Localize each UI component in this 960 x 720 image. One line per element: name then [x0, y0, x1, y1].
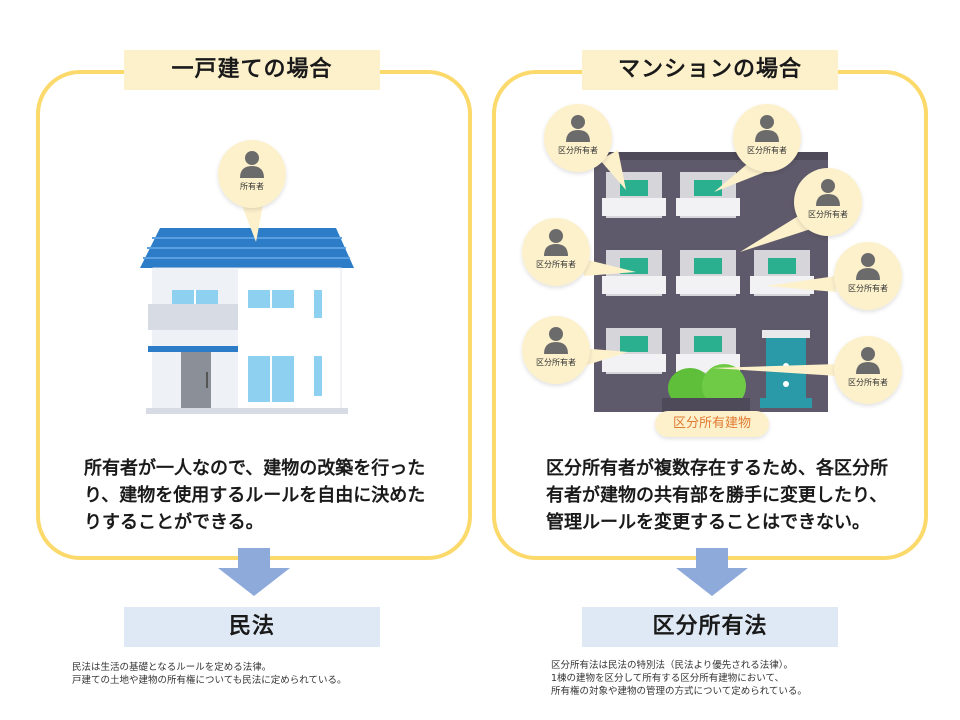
owner-pointer	[240, 200, 264, 242]
building-tag: 区分所有建物	[655, 411, 769, 437]
person-icon	[544, 229, 568, 256]
unit-owner-badge: 区分所有者	[794, 168, 862, 236]
unit-owner-label: 区分所有者	[747, 146, 787, 155]
unit-owner-badge: 区分所有者	[834, 242, 902, 310]
note-line: 区分所有法は民法の特別法（民法より優先される法律）。	[551, 660, 794, 671]
unit-ownership-law-note: 区分所有法は民法の特別法（民法より優先される法律）。 1棟の建物を区分して所有す…	[551, 659, 807, 698]
person-icon	[566, 115, 590, 142]
unit-owner-label: 区分所有者	[848, 378, 888, 387]
unit-owner-label: 区分所有者	[558, 146, 598, 155]
unit-owner-badge: 区分所有者	[733, 104, 801, 172]
person-icon	[856, 253, 880, 280]
note-line: 戸建ての土地や建物の所有権についても民法に定められている。	[72, 675, 347, 686]
house-case-description: 所有者が一人なので、建物の改築を行ったり、建物を使用するルールを自由に決めたりす…	[84, 458, 426, 533]
unit-owner-label: 区分所有者	[808, 210, 848, 219]
note-line: 所有権の対象や建物の管理の方式について定められている。	[551, 686, 807, 697]
note-line: 1棟の建物を区分して所有する区分所有建物において、	[551, 673, 784, 684]
note-line: 民法は生活の基礎となるルールを定める法律。	[72, 662, 272, 673]
apartment-case-description: 区分所有者が複数存在するため、各区分所有者が建物の共有部を勝手に変更したり、管理…	[546, 458, 888, 533]
unit-owner-badge: 区分所有者	[522, 218, 590, 286]
apartment-illustration	[594, 152, 828, 412]
person-icon	[816, 179, 840, 206]
unit-owner-badge: 区分所有者	[544, 104, 612, 172]
unit-owner-badge: 区分所有者	[522, 316, 590, 384]
unit-owner-label: 区分所有者	[536, 260, 576, 269]
unit-owner-label: 区分所有者	[536, 358, 576, 367]
unit-ownership-law-box: 区分所有法	[582, 607, 838, 647]
civil-law-box: 民法	[124, 607, 380, 647]
person-icon	[544, 327, 568, 354]
apartment-case-title: マンションの場合	[582, 50, 838, 90]
owner-badge: 所有者	[218, 140, 286, 208]
house-case-title: 一戸建ての場合	[124, 50, 380, 90]
civil-law-note: 民法は生活の基礎となるルールを定める法律。 戸建ての土地や建物の所有権についても…	[72, 661, 346, 687]
arrow-down-icon	[676, 548, 748, 596]
unit-owner-label: 区分所有者	[848, 284, 888, 293]
unit-owner-badge: 区分所有者	[834, 336, 902, 404]
arrow-down-icon	[218, 548, 290, 596]
person-icon	[755, 115, 779, 142]
person-icon	[240, 151, 264, 178]
owner-label: 所有者	[240, 182, 264, 191]
person-icon	[856, 347, 880, 374]
house-illustration	[140, 228, 354, 414]
